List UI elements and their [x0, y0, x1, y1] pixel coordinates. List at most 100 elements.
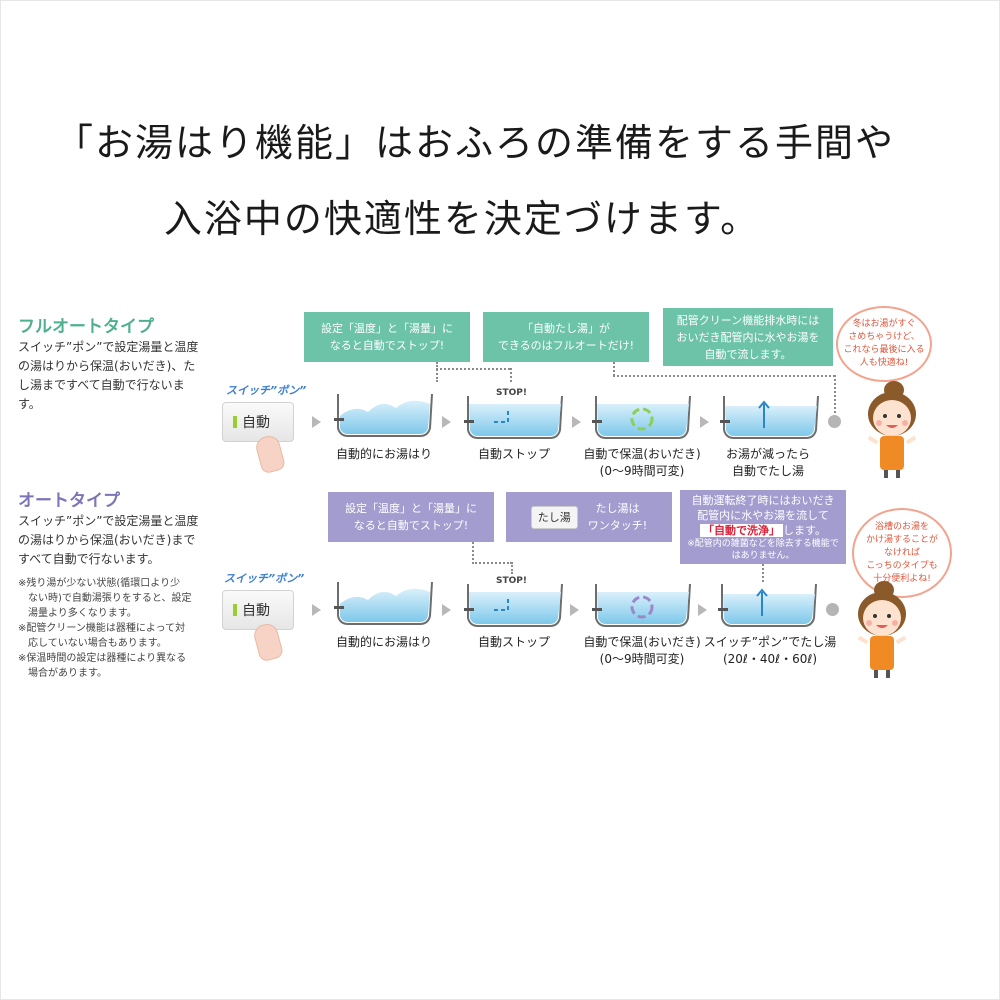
note-line: 湯量より多くなります。 [18, 608, 137, 619]
box-text: します。 [783, 523, 826, 537]
auto-title: オートタイプ [18, 491, 120, 511]
box-line: 自動運転終了時にはおいだき [691, 493, 835, 507]
full-box-auto-tashiyu: 「自動たし湯」が できるのはフルオートだけ! [483, 312, 649, 362]
box-line: 「自動で洗浄」します。 [700, 523, 826, 538]
arrow-right-icon [442, 416, 451, 428]
bathtub-keep-warm-icon [592, 395, 691, 439]
connector [472, 562, 512, 564]
caption-line: (0～9時間可変) [599, 464, 685, 478]
bubble-line: さめちゃうけど、 [848, 332, 920, 342]
bathtub-filling-icon [334, 581, 433, 625]
connector [436, 368, 510, 370]
auto-caption-4: スイッチ”ポン”でたし湯 (20ℓ・40ℓ・60ℓ) [700, 634, 840, 668]
full-caption-3: 自動で保温(おいだき) (0～9時間可変) [577, 446, 707, 480]
connector [511, 562, 513, 574]
led-indicator [233, 604, 237, 616]
box-line: たし湯は [595, 502, 640, 515]
arrow-right-icon [698, 604, 707, 616]
full-caption-2: 自動ストップ [449, 446, 579, 463]
full-box-auto-stop: 設定「温度」と「湯量」に なると自動でストップ! [304, 312, 470, 362]
bubble-line: 十分便利よね! [873, 573, 931, 584]
caption-line: 自動で保温(おいだき) [583, 635, 701, 649]
arrow-right-icon [570, 604, 579, 616]
connector [472, 542, 474, 564]
auto-description: スイッチ”ポン”で設定湯量と温度の湯はりから保温(おいだき)まですべて自動で行な… [18, 514, 199, 566]
bubble-line: こっちのタイプも [866, 560, 938, 571]
bathtub-refill-icon [720, 395, 819, 439]
connector [510, 368, 512, 382]
bubble-line: かけ湯することが [865, 534, 938, 545]
full-auto-title: フルオートタイプ [18, 317, 154, 337]
headline-line-1: 「お湯はり機能」はおふろの準備をする手間や [54, 121, 895, 165]
bubble-line: 人も快適ね! [859, 358, 909, 368]
tashiyu-button[interactable]: たし湯 [530, 505, 578, 529]
full-box-pipe-clean: 配管クリーン機能排水時には おいだき配管内に水やお湯を 自動で流します。 [663, 308, 833, 366]
full-switch-label: スイッチ”ポン” [226, 384, 307, 397]
box-small-note: ※配管内の雑菌などを除去する機能で [687, 538, 839, 549]
arrow-right-icon [442, 604, 451, 616]
box-small-note: はありません。 [731, 550, 795, 561]
caption-line: 自動でたし湯 [731, 464, 804, 478]
box-line: なると自動でストップ! [329, 339, 445, 352]
box-line: ワンタッチ! [587, 519, 648, 532]
end-dot [826, 603, 839, 616]
connector [834, 375, 836, 413]
caption-line: 自動ストップ [477, 447, 550, 461]
led-indicator [233, 416, 237, 428]
bubble-line: 冬はお湯がすぐ [852, 319, 916, 329]
arrow-right-icon [700, 416, 709, 428]
caption-line: お湯が減ったら [725, 447, 810, 461]
note-line: ない時)で自動湯張りをすると、設定 [18, 593, 192, 604]
box-line: 自動で流します。 [704, 347, 792, 361]
auto-box-auto-stop: 設定「温度」と「湯量」に なると自動でストップ! [328, 492, 494, 542]
caption-line: 自動で保温(おいだき) [583, 447, 701, 461]
connector [613, 375, 835, 377]
auto-box-one-touch: たし湯 たし湯は ワンタッチ! [506, 492, 672, 542]
full-caption-1: 自動的にお湯はり [319, 446, 449, 463]
bathtub-refill-icon [718, 583, 817, 627]
full-auto-button[interactable]: 自動 [222, 402, 294, 442]
connector [762, 564, 764, 582]
caption-line: スイッチ”ポン”でたし湯 [703, 635, 837, 649]
box-line: 「自動たし湯」が [522, 322, 610, 335]
arrow-right-icon [312, 416, 321, 428]
caption-line: 自動ストップ [477, 635, 550, 649]
woman-character-icon [857, 581, 907, 678]
auto-box-auto-wash: 自動運転終了時にはおいだき 配管内に水やお湯を流して 「自動で洗浄」します。 ※… [680, 490, 846, 564]
caption-line: 自動的にお湯はり [335, 447, 432, 461]
stop-label: STOP! [496, 576, 527, 586]
caption-line: 自動的にお湯はり [335, 635, 432, 649]
full-speech-bubble: 冬はお湯がすぐ さめちゃうけど、 これなら最後に入る 人も快適ね! [836, 306, 932, 382]
auto-caption-3: 自動で保温(おいだき) (0～9時間可変) [577, 634, 707, 668]
bathtub-filling-icon [334, 393, 433, 437]
full-auto-description: スイッチ”ポン”で設定湯量と温度の湯はりから保温(おいだき)、たし湯まですべて自… [18, 340, 199, 411]
auto-switch-label: スイッチ”ポン” [224, 572, 305, 585]
box-line: 設定「温度」と「湯量」に [345, 502, 477, 515]
connector [613, 362, 615, 376]
bubble-line: 浴槽のお湯を [874, 521, 929, 532]
auto-speech-bubble: 浴槽のお湯を かけ湯することが なければ こっちのタイプも 十分便利よね! [852, 508, 952, 598]
auto-notes: ※残り湯が少ない状態(循環口より少 ない時)で自動湯張りをすると、設定 湯量より… [18, 576, 208, 681]
box-line: できるのはフルオートだけ! [497, 339, 635, 352]
box-line: なると自動でストップ! [353, 519, 469, 532]
caption-line: (0～9時間可変) [599, 652, 685, 666]
note-line: ※配管クリーン機能は器種によって対 [18, 623, 186, 634]
end-dot [828, 415, 841, 428]
headline-line-2: 入浴中の快適性を決定づけます。 [163, 197, 761, 241]
bathtub-stop-icon [464, 395, 563, 439]
one-touch-text: たし湯は ワンタッチ! [588, 500, 647, 534]
box-line: 配管クリーン機能排水時には [676, 313, 820, 327]
arrow-right-icon [572, 416, 581, 428]
auto-caption-2: 自動ストップ [449, 634, 579, 651]
auto-button-label: 自動 [242, 415, 270, 431]
bathtub-stop-icon [464, 583, 563, 627]
bubble-line: これなら最後に入る [843, 345, 925, 355]
woman-character-icon [867, 381, 917, 478]
stop-label: STOP! [496, 388, 527, 398]
box-line: 設定「温度」と「湯量」に [321, 322, 453, 335]
auto-caption-1: 自動的にお湯はり [319, 634, 449, 651]
full-caption-4: お湯が減ったら 自動でたし湯 [703, 446, 833, 480]
auto-auto-button[interactable]: 自動 [222, 590, 294, 630]
auto-button-label: 自動 [242, 603, 270, 619]
caption-line: (20ℓ・40ℓ・60ℓ) [722, 652, 818, 666]
